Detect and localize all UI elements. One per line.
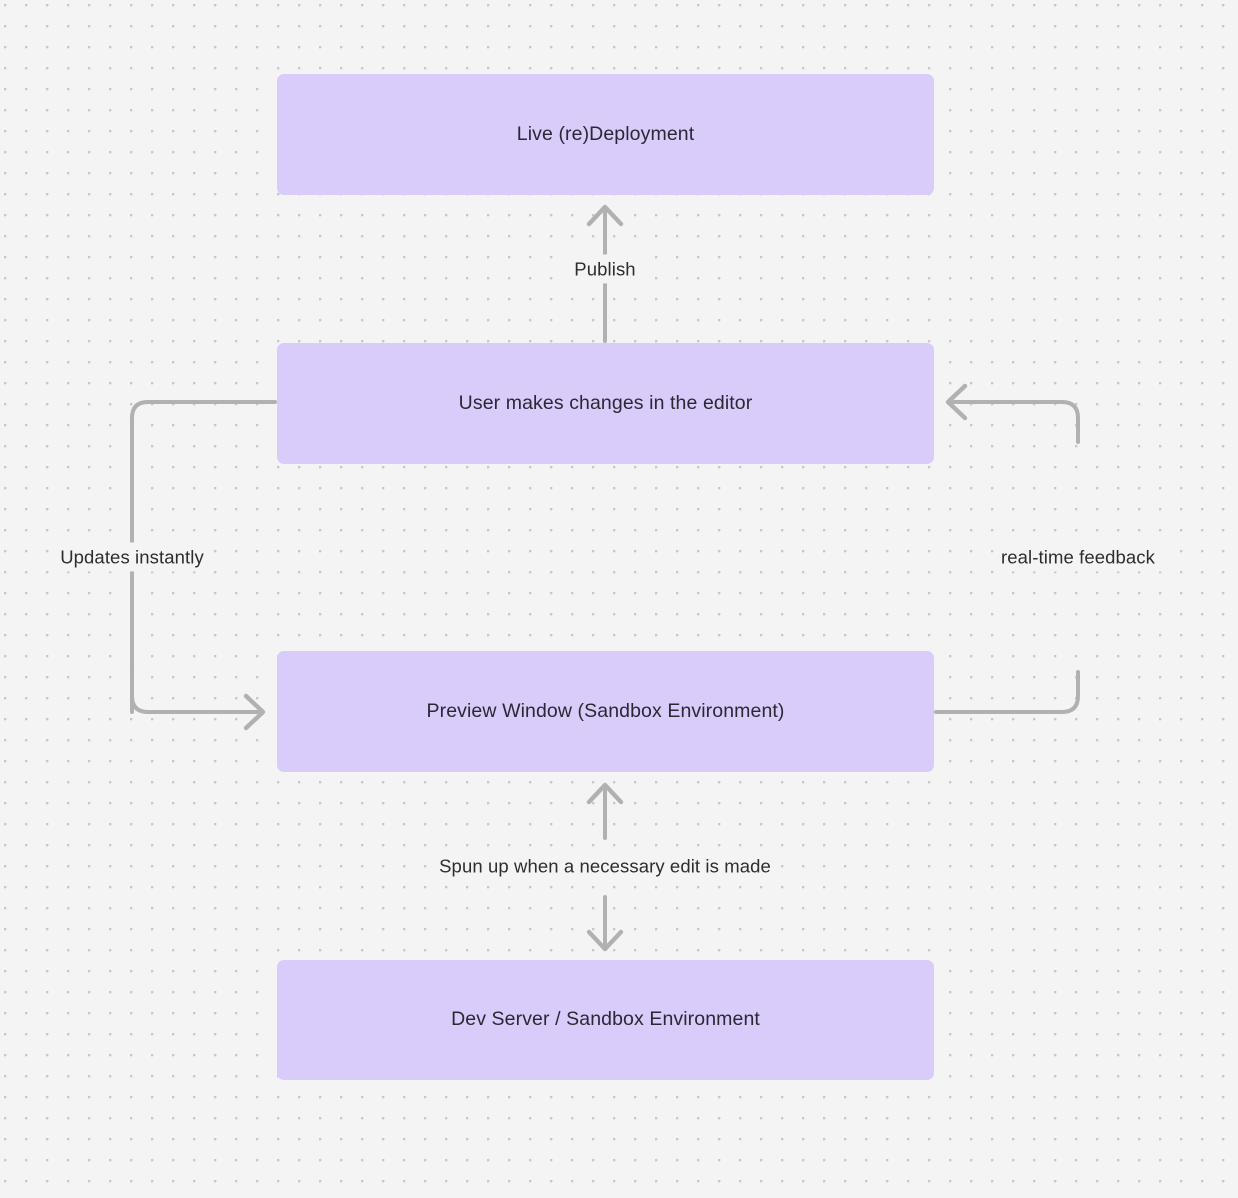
edge-label-publish[interactable]: Publish — [567, 254, 643, 284]
node-preview-window[interactable]: Preview Window (Sandbox Environment) — [277, 651, 934, 772]
edge-real-time-feedback-arrowhead — [945, 383, 968, 421]
node-dev-server[interactable]: Dev Server / Sandbox Environment — [277, 960, 934, 1080]
edge-updates-instantly-line-lower — [130, 670, 264, 714]
edge-label-updates-instantly[interactable]: Updates instantly — [53, 542, 211, 572]
node-user-edits-label: User makes changes in the editor — [458, 391, 753, 414]
edge-publish-arrowhead — [586, 204, 624, 227]
edge-real-time-feedback-line-lower — [934, 670, 1080, 714]
node-user-edits[interactable]: User makes changes in the editor — [277, 343, 934, 464]
edge-spun-up-arrowhead-up — [586, 782, 624, 805]
node-live-deployment-label: Live (re)Deployment — [516, 122, 695, 145]
edge-updates-instantly-arrowhead — [243, 693, 266, 731]
edge-spun-up-arrowhead-down — [586, 929, 624, 952]
node-live-deployment[interactable]: Live (re)Deployment — [277, 74, 934, 195]
edge-label-real-time-feedback[interactable]: real-time feedback — [994, 542, 1162, 572]
edge-label-spun-up[interactable]: Spun up when a necessary edit is made — [432, 851, 778, 881]
edge-real-time-feedback-line-upper — [947, 400, 1080, 444]
node-preview-window-label: Preview Window (Sandbox Environment) — [426, 699, 785, 722]
node-dev-server-label: Dev Server / Sandbox Environment — [451, 1008, 760, 1031]
